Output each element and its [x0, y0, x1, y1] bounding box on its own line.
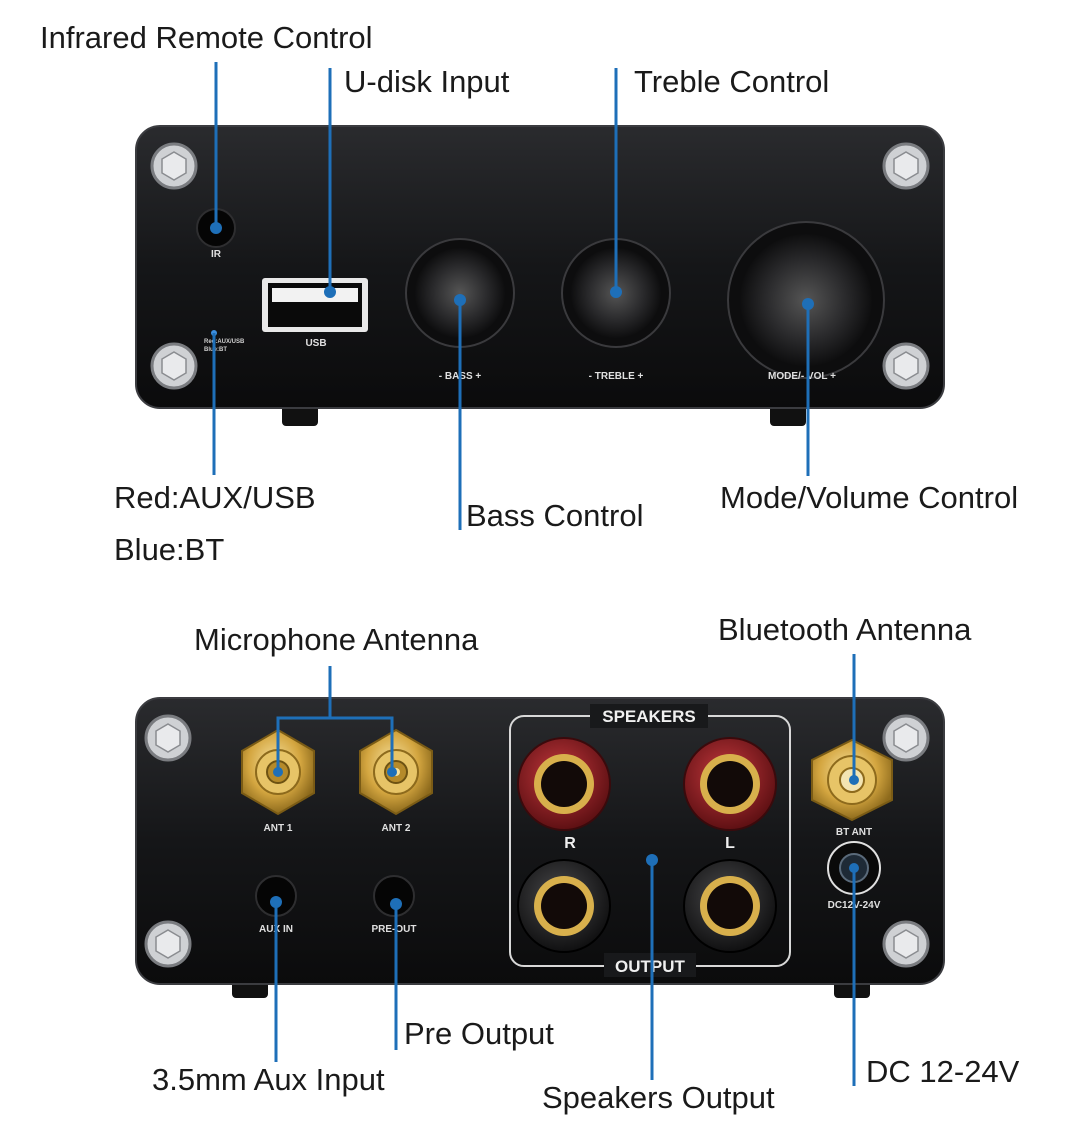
callout-infrared-remote: Infrared Remote Control: [40, 20, 373, 55]
mode-label: MODE/- VOL +: [768, 371, 836, 382]
callout-microphone-antenna: Microphone Antenna: [194, 622, 479, 657]
rear-panel: ANT 1 ANT 2 AUX IN PRE-OUT SPEAKERS OUTP…: [135, 697, 945, 998]
pre-out-label: PRE-OUT: [372, 924, 417, 935]
callout-mode-volume: Mode/Volume Control: [720, 480, 1019, 515]
led-label-1: Red:AUX/USB: [204, 339, 245, 345]
speakers-title-bg: [590, 704, 708, 728]
ant2-label: ANT 2: [382, 823, 411, 834]
treble-label: - TREBLE +: [589, 371, 644, 382]
screw-icon: [150, 142, 198, 190]
callout-aux-input: 3.5mm Aux Input: [152, 1062, 385, 1097]
bt-ant-label: BT ANT: [836, 827, 872, 838]
speaker-terminal-right-black: [517, 859, 611, 953]
pre-out-jack: [373, 875, 415, 917]
usb-port: [262, 278, 368, 332]
callout-pre-output: Pre Output: [404, 1016, 554, 1051]
ir-label: IR: [211, 249, 222, 260]
front-callout-dots: [210, 222, 814, 310]
rear-callout-dots: [270, 767, 859, 910]
output-title: OUTPUT: [615, 957, 686, 976]
usb-label: USB: [305, 338, 326, 349]
speaker-terminal-right-red: [517, 737, 611, 831]
output-title-bg: [604, 953, 696, 977]
speakers-title: SPEAKERS: [602, 707, 696, 726]
screw-icon: [144, 920, 192, 968]
front-panel: IR USB Red:AUX/USB Blue:BT - BASS + - TR…: [135, 125, 945, 426]
callout-treble-control: Treble Control: [634, 64, 830, 99]
callout-led-red: Red:AUX/USB: [114, 480, 316, 515]
screw-icon: [882, 920, 930, 968]
screw-icon: [882, 714, 930, 762]
speaker-terminal-left-black: [683, 859, 777, 953]
left-channel-label: L: [725, 835, 735, 852]
led-label-2: Blue:BT: [204, 347, 227, 353]
callout-bass-control: Bass Control: [466, 498, 644, 533]
callout-udisk-input: U-disk Input: [344, 64, 510, 99]
screw-icon: [882, 342, 930, 390]
callout-dc-power: DC 12-24V: [866, 1054, 1020, 1089]
callout-speakers-output: Speakers Output: [542, 1080, 775, 1115]
screw-icon: [882, 142, 930, 190]
callout-bluetooth-antenna: Bluetooth Antenna: [718, 612, 972, 647]
screw-icon: [150, 342, 198, 390]
callout-led-blue: Blue:BT: [114, 532, 225, 567]
front-callout-lines: [212, 62, 810, 530]
right-channel-label: R: [564, 835, 576, 852]
screw-icon: [144, 714, 192, 762]
ant1-label: ANT 1: [264, 823, 293, 834]
rear-callout-lines: [274, 654, 856, 1086]
speaker-terminal-left-red: [683, 737, 777, 831]
